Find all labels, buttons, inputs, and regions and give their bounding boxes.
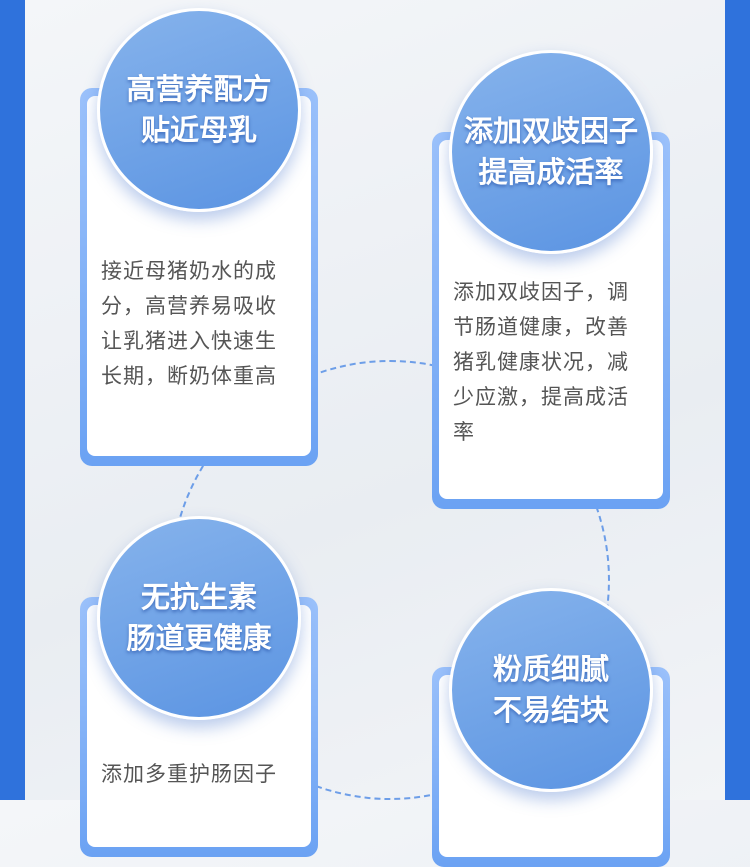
feature-title-circle: 粉质细腻不易结块	[449, 588, 653, 792]
feature-title-circle: 添加双歧因子提高成活率	[449, 50, 653, 254]
feature-text: 接近母猪奶水的成分，高营养易吸收让乳猪进入快速生长期，断奶体重高	[101, 259, 277, 388]
feature-text: 添加多重护肠因子	[101, 762, 277, 786]
feature-title-circle: 无抗生素肠道更健康	[97, 516, 301, 720]
right-accent-bar	[725, 0, 750, 800]
feature-text: 添加双歧因子，调节肠道健康，改善猪乳健康状况，减少应激，提高成活率	[453, 280, 629, 444]
feature-title-circle: 高营养配方贴近母乳	[97, 8, 301, 212]
left-accent-bar	[0, 0, 25, 800]
